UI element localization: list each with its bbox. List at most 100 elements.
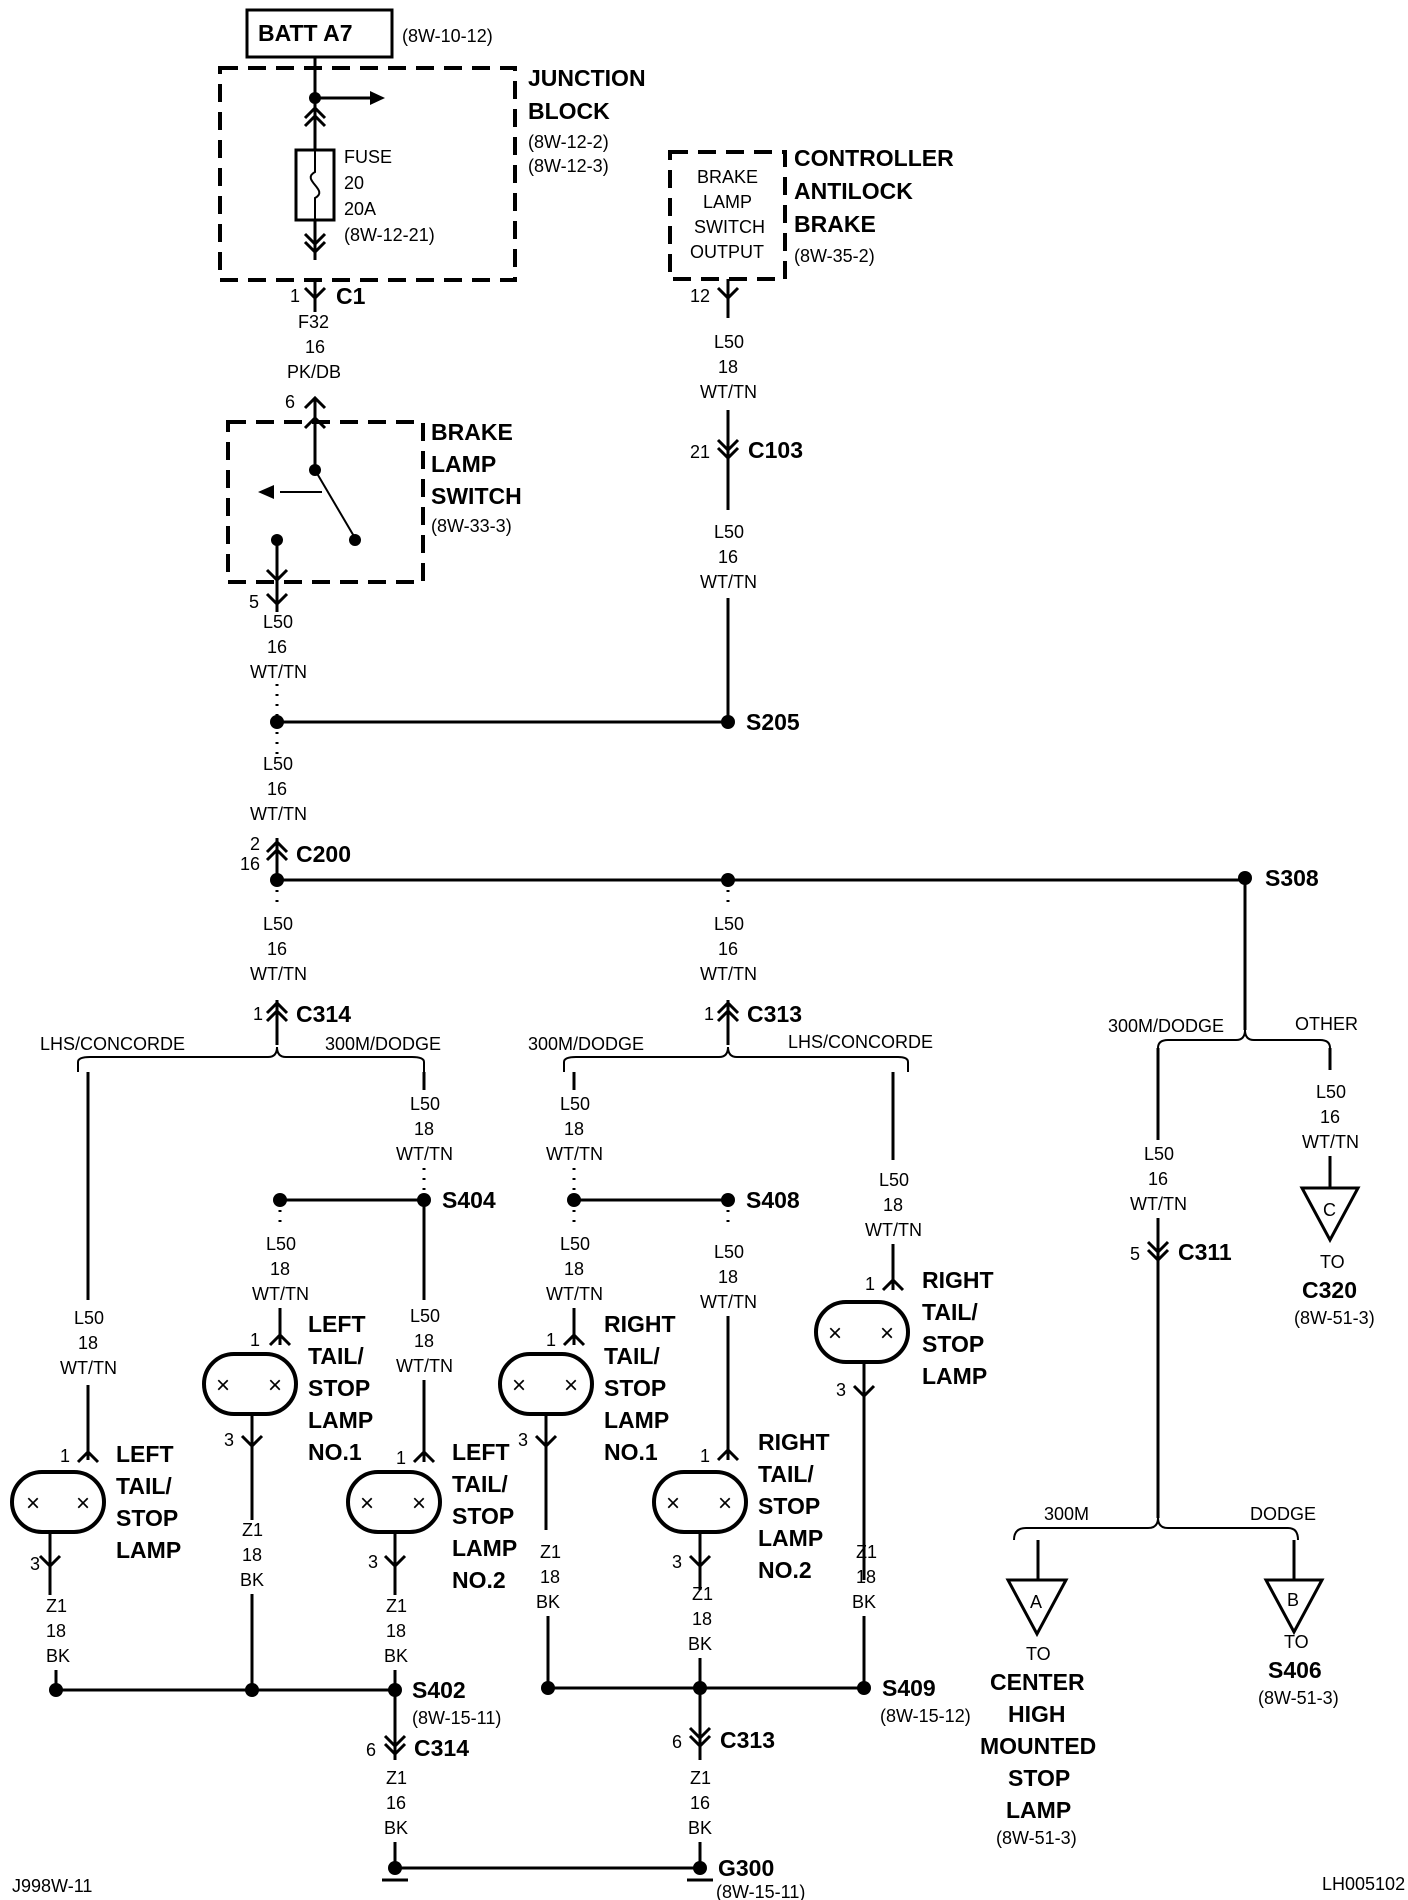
connector-target: C320 <box>1302 1277 1357 1303</box>
wire-label-gnd-4: Z1 18 BK <box>536 1542 561 1612</box>
controller-pin: 12 <box>690 286 710 306</box>
wire-circuit: L50 <box>879 1170 909 1190</box>
wire-color: BK <box>384 1646 408 1666</box>
left-tail-stop-lamp-no2: 1 × × 3 LEFT TAIL/ STOP LAMP NO.2 <box>346 1439 517 1593</box>
lamp-pin-3: 3 <box>836 1380 846 1400</box>
wire-circuit: L50 <box>714 332 744 352</box>
controller-ref: (8W-35-2) <box>794 246 875 266</box>
junction-ref-2: (8W-12-3) <box>528 156 609 176</box>
wire-circuit: Z1 <box>386 1768 407 1788</box>
c1-pin: 1 <box>290 286 300 306</box>
lamp-pin-3: 3 <box>368 1552 378 1572</box>
connector-c-to-c320: C TO C320 (8W-51-3) <box>1294 1186 1375 1328</box>
connector-to: TO <box>1026 1644 1051 1664</box>
bulb-x-icon: × <box>512 1372 526 1399</box>
wire-gauge: 18 <box>718 1267 738 1287</box>
switch-pin-in: 6 <box>285 392 295 412</box>
wire-color: WT/TN <box>1302 1132 1359 1152</box>
controller-antilock-brake: BRAKE LAMP SWITCH OUTPUT CONTROLLER ANTI… <box>668 145 954 306</box>
lamp-label-1: RIGHT <box>758 1429 830 1455</box>
variant-300m-dodge: 300M/DODGE <box>528 1034 644 1054</box>
offpage-connector-icon <box>1263 1578 1325 1636</box>
wire-gauge: 18 <box>414 1119 434 1139</box>
wire-gauge: 16 <box>718 547 738 567</box>
wire-circuit: L50 <box>410 1094 440 1114</box>
lamp-label-4: LAMP <box>758 1525 823 1551</box>
c313-bottom-connector: 6 C313 <box>672 1726 775 1753</box>
wire-label-left-no2: L50 18 WT/TN <box>396 1306 453 1376</box>
wire-circuit: L50 <box>74 1308 104 1328</box>
wire-label-s205-out: L50 16 WT/TN <box>250 754 307 824</box>
wire-gauge: 18 <box>242 1545 262 1565</box>
wire-color: BK <box>384 1818 408 1838</box>
wire-gauge: 16 <box>267 779 287 799</box>
s404-label: S404 <box>442 1187 496 1213</box>
connector-ref: (8W-51-3) <box>996 1828 1077 1848</box>
wire-circuit: L50 <box>1144 1144 1174 1164</box>
fuse-ref: (8W-12-21) <box>344 225 435 245</box>
bulb-x-icon: × <box>216 1372 230 1399</box>
switch-ref: (8W-33-3) <box>431 516 512 536</box>
lamp-pin-1: 1 <box>250 1330 260 1350</box>
wire-label-right-no2: L50 18 WT/TN <box>700 1242 757 1312</box>
lamp-label-3: STOP <box>758 1493 820 1519</box>
wire-color: WT/TN <box>546 1144 603 1164</box>
c200-pin-b: 16 <box>240 854 260 874</box>
wire-gauge: 16 <box>267 939 287 959</box>
lamp-label-1: LEFT <box>308 1311 366 1337</box>
wire-color: BK <box>46 1646 70 1666</box>
bulb-x-icon: × <box>268 1372 282 1399</box>
connector-a-to-chmsl: A TO CENTER HIGH MOUNTED STOP LAMP (8W-5… <box>980 1578 1096 1848</box>
wire-color: WT/TN <box>60 1358 117 1378</box>
bulb-x-icon: × <box>360 1490 374 1517</box>
switch-label-3: SWITCH <box>431 483 522 509</box>
wire-color: WT/TN <box>700 382 757 402</box>
wire-circuit: Z1 <box>242 1520 263 1540</box>
lamp-label-3: STOP <box>308 1375 370 1401</box>
wire-label-c313-bottom: Z1 16 BK <box>688 1768 712 1838</box>
wire-gauge: 18 <box>540 1567 560 1587</box>
left-tail-stop-lamp-no1: 1 × × 3 LEFT TAIL/ STOP LAMP NO.1 <box>202 1311 373 1465</box>
wire-color: WT/TN <box>250 804 307 824</box>
lamp-bulb-icon <box>814 1300 910 1364</box>
wire-circuit: L50 <box>263 754 293 774</box>
lamp-label-2: TAIL/ <box>922 1299 978 1325</box>
c313-bottom-label: C313 <box>720 1727 775 1753</box>
bulb-x-icon: × <box>880 1320 894 1347</box>
bulb-x-icon: × <box>76 1490 90 1517</box>
wire-color: WT/TN <box>1130 1194 1187 1214</box>
connector-letter: A <box>1030 1592 1042 1612</box>
lamp-label-1: LEFT <box>452 1439 510 1465</box>
wire-label-controller-out: L50 18 WT/TN <box>700 332 757 402</box>
offpage-connector-icon <box>1005 1578 1069 1638</box>
wire-f32: F32 16 PK/DB <box>287 312 341 382</box>
wire-gauge: 16 <box>267 637 287 657</box>
right-tail-stop-lamp: 1 × × 3 RIGHT TAIL/ STOP LAMP <box>814 1267 994 1400</box>
junction-block: JUNCTION BLOCK (8W-12-2) (8W-12-3) FUSE … <box>218 57 646 282</box>
lamp-label-4: LAMP <box>308 1407 373 1433</box>
splice-node <box>245 1683 259 1697</box>
wire-color: WT/TN <box>865 1220 922 1240</box>
connector-b-to-s406: B TO S406 (8W-51-3) <box>1258 1578 1339 1708</box>
s408-label: S408 <box>746 1187 800 1213</box>
lamp-pin-3: 3 <box>672 1552 682 1572</box>
c314-bottom-connector: 6 C314 <box>366 1734 469 1761</box>
c314-top-label: C314 <box>296 1001 351 1027</box>
wire-label-right-no1: L50 18 WT/TN <box>546 1234 603 1304</box>
wire-circuit: Z1 <box>540 1542 561 1562</box>
splice-node <box>388 1861 402 1875</box>
connector-target-4: STOP <box>1008 1765 1070 1791</box>
bulb-x-icon: × <box>828 1320 842 1347</box>
wire-color: WT/TN <box>700 1292 757 1312</box>
lamp-label-5: NO.2 <box>452 1567 506 1593</box>
wire-label-c314-bottom: Z1 16 BK <box>384 1768 408 1838</box>
c200-label: C200 <box>296 841 351 867</box>
wire-label-gnd-5: Z1 18 BK <box>688 1584 713 1654</box>
wire-color: BK <box>536 1592 560 1612</box>
lamp-label-3: STOP <box>452 1503 514 1529</box>
left-tail-stop-lamp: 1 × × 3 LEFT TAIL/ STOP LAMP <box>10 1441 181 1574</box>
c314-bottom-pin: 6 <box>366 1740 376 1760</box>
wire-label-gnd-6: Z1 18 BK <box>852 1542 877 1612</box>
lamp-pin-3: 3 <box>518 1430 528 1450</box>
wire-circuit: L50 <box>263 612 293 632</box>
